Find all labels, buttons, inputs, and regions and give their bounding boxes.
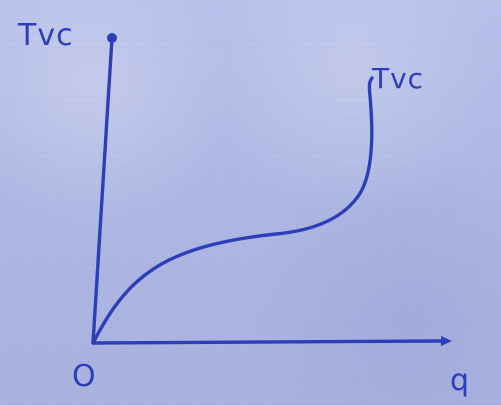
y-axis-arrow-dot	[107, 33, 117, 43]
axes-group	[91, 33, 452, 346]
x-axis	[91, 339, 444, 345]
curve-label: Tvc	[371, 62, 424, 95]
origin-label: O	[72, 359, 97, 394]
x-axis-arrow-head	[441, 336, 452, 346]
y-axis	[91, 36, 114, 345]
x-axis-label: q	[450, 363, 470, 398]
tvc-curve	[91, 76, 374, 345]
y-axis-label: Tvc	[17, 18, 74, 53]
